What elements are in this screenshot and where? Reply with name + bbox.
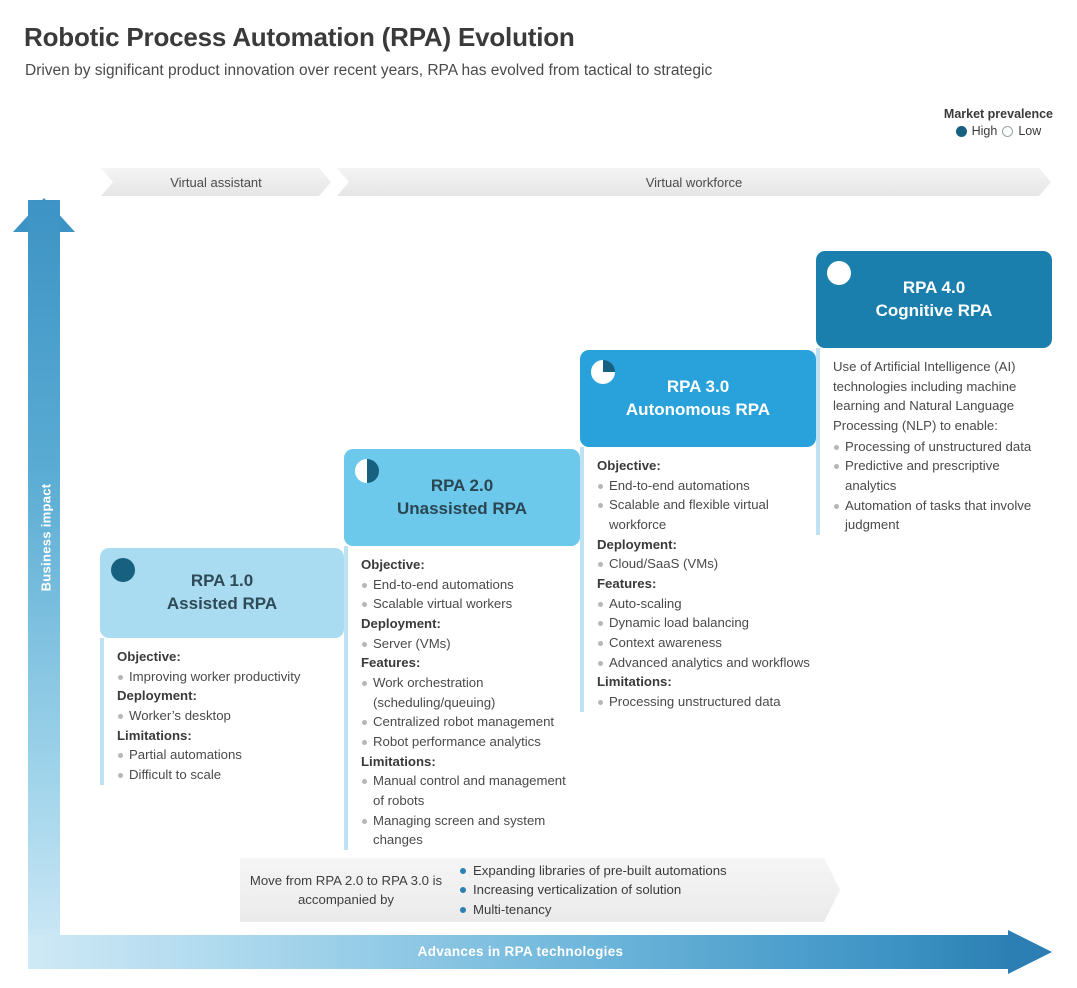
section-heading: Deployment: (361, 616, 441, 632)
page-title: Robotic Process Automation (RPA) Evoluti… (24, 22, 575, 52)
stage-version: RPA 1.0 (190, 571, 254, 591)
section-heading: Limitations: (361, 753, 436, 769)
list-item: Worker’s desktop (117, 706, 340, 726)
list-item: Robot performance analytics (361, 732, 576, 752)
section-list: Improving worker productivity (117, 667, 340, 687)
list-item: Expanding libraries of pre-built automat… (460, 861, 727, 881)
legend-low-label: Low (1018, 124, 1042, 138)
list-item: Improving worker productivity (117, 667, 340, 687)
list-item: Cloud/SaaS (VMs) (597, 554, 812, 574)
stage-body-rpa-2: Objective: End-to-end automations Scalab… (344, 546, 580, 851)
list-item: Work orchestration (scheduling/queuing) (361, 673, 576, 712)
section-list: End-to-end automations Scalable virtual … (361, 575, 576, 614)
legend-entries: High Low (944, 124, 1053, 138)
list-item: Processing of unstructured data (833, 437, 1048, 457)
banner-virtual-workforce: Virtual workforce (337, 168, 1051, 196)
section-list: Cloud/SaaS (VMs) (597, 554, 812, 574)
stage-name: Cognitive RPA (875, 300, 993, 320)
market-prevalence-marker-icon (591, 360, 615, 384)
list-item: Managing screen and system changes (361, 811, 576, 850)
list-item: Context awareness (597, 633, 812, 653)
section-list: Manual control and management of robots … (361, 771, 576, 850)
market-prevalence-marker-icon (355, 459, 379, 483)
stage-version: RPA 2.0 (430, 475, 494, 495)
stage-card-rpa-4[interactable]: RPA 4.0 Cognitive RPA Use of Artificial … (816, 251, 1052, 536)
list-item: Partial automations (117, 745, 340, 765)
banner-virtual-assistant: Virtual assistant (101, 168, 331, 196)
stage-header-rpa-1: RPA 1.0 Assisted RPA (100, 548, 344, 638)
stage-card-rpa-3[interactable]: RPA 3.0 Autonomous RPA Objective: End-to… (580, 350, 816, 712)
legend-high-dot-icon (955, 125, 967, 137)
section-list: Worker’s desktop (117, 706, 340, 726)
section-list: Auto-scaling Dynamic load balancing Cont… (597, 594, 812, 673)
list-item: Auto-scaling (597, 594, 812, 614)
list-item: Advanced analytics and workflows (597, 653, 812, 673)
list-item: Multi-tenancy (460, 900, 727, 920)
y-axis-label: Business impact (38, 483, 54, 592)
list-item: Server (VMs) (361, 634, 576, 654)
stage-version: RPA 4.0 (902, 277, 966, 297)
stage-header-rpa-3: RPA 3.0 Autonomous RPA (580, 350, 816, 447)
stage-body-rpa-1: Objective: Improving worker productivity… (100, 638, 344, 785)
legend: Market prevalence High Low (944, 107, 1053, 138)
section-heading: Limitations: (597, 674, 672, 690)
stage-card-rpa-2[interactable]: RPA 2.0 Unassisted RPA Objective: End-to… (344, 449, 580, 851)
list-item: Scalable and flexible virtual workforce (597, 495, 812, 534)
list-item: Centralized robot management (361, 712, 576, 732)
callout-lead-text: Move from RPA 2.0 to RPA 3.0 is accompan… (249, 872, 443, 907)
section-heading: Deployment: (117, 688, 197, 704)
section-list: Processing of unstructured data Predicti… (833, 437, 1048, 535)
stage-body-rpa-3: Objective: End-to-end automations Scalab… (580, 447, 816, 712)
legend-title: Market prevalence (943, 107, 1053, 121)
section-heading: Features: (597, 576, 657, 592)
y-axis-bar: Business impact (28, 200, 60, 960)
section-list: Processing unstructured data (597, 692, 812, 712)
section-list: Work orchestration (scheduling/queuing) … (361, 673, 576, 752)
section-list: Partial automations Difficult to scale (117, 745, 340, 784)
stage-intro-text: Use of Artificial Intelligence (AI) tech… (833, 359, 1017, 434)
stage-version: RPA 3.0 (666, 376, 730, 396)
stage-name: Autonomous RPA (625, 399, 771, 419)
page-subtitle: Driven by significant product innovation… (25, 62, 713, 79)
list-item: End-to-end automations (597, 476, 812, 496)
stage-card-rpa-1[interactable]: RPA 1.0 Assisted RPA Objective: Improvin… (100, 548, 344, 785)
stage-header-rpa-4: RPA 4.0 Cognitive RPA (816, 251, 1052, 348)
stage-body-rpa-4: Use of Artificial Intelligence (AI) tech… (816, 348, 1052, 536)
x-axis-bar (28, 935, 1013, 969)
callout-list: Expanding libraries of pre-built automat… (452, 861, 727, 920)
list-item: End-to-end automations (361, 575, 576, 595)
stage-name: Unassisted RPA (396, 498, 528, 518)
section-heading: Objective: (117, 649, 181, 664)
section-heading: Limitations: (117, 727, 192, 743)
x-axis-arrowhead-icon (1008, 930, 1052, 974)
list-item: Increasing verticalization of solution (460, 880, 727, 900)
transition-callout: Move from RPA 2.0 to RPA 3.0 is accompan… (240, 858, 840, 922)
section-heading: Objective: (597, 458, 661, 473)
market-prevalence-marker-icon (827, 261, 851, 285)
list-item: Difficult to scale (117, 765, 340, 785)
list-item: Dynamic load balancing (597, 613, 812, 633)
section-list: Server (VMs) (361, 634, 576, 654)
list-item: Manual control and management of robots (361, 771, 576, 810)
list-item: Predictive and prescriptive analytics (833, 456, 1048, 495)
legend-high-label: High (971, 124, 998, 138)
list-item: Processing unstructured data (597, 692, 812, 712)
section-heading: Objective: (361, 557, 425, 572)
x-axis-label: Advances in RPA technologies (417, 944, 624, 959)
stage-name: Assisted RPA (166, 594, 278, 613)
section-heading: Features: (361, 655, 421, 671)
list-item: Automation of tasks that involve judgmen… (833, 496, 1048, 535)
market-prevalence-marker-icon (111, 558, 135, 582)
section-heading: Deployment: (597, 536, 677, 552)
list-item: Scalable virtual workers (361, 594, 576, 614)
stage-header-rpa-2: RPA 2.0 Unassisted RPA (344, 449, 580, 546)
legend-low-dot-icon (1002, 125, 1014, 137)
section-list: End-to-end automations Scalable and flex… (597, 476, 812, 535)
